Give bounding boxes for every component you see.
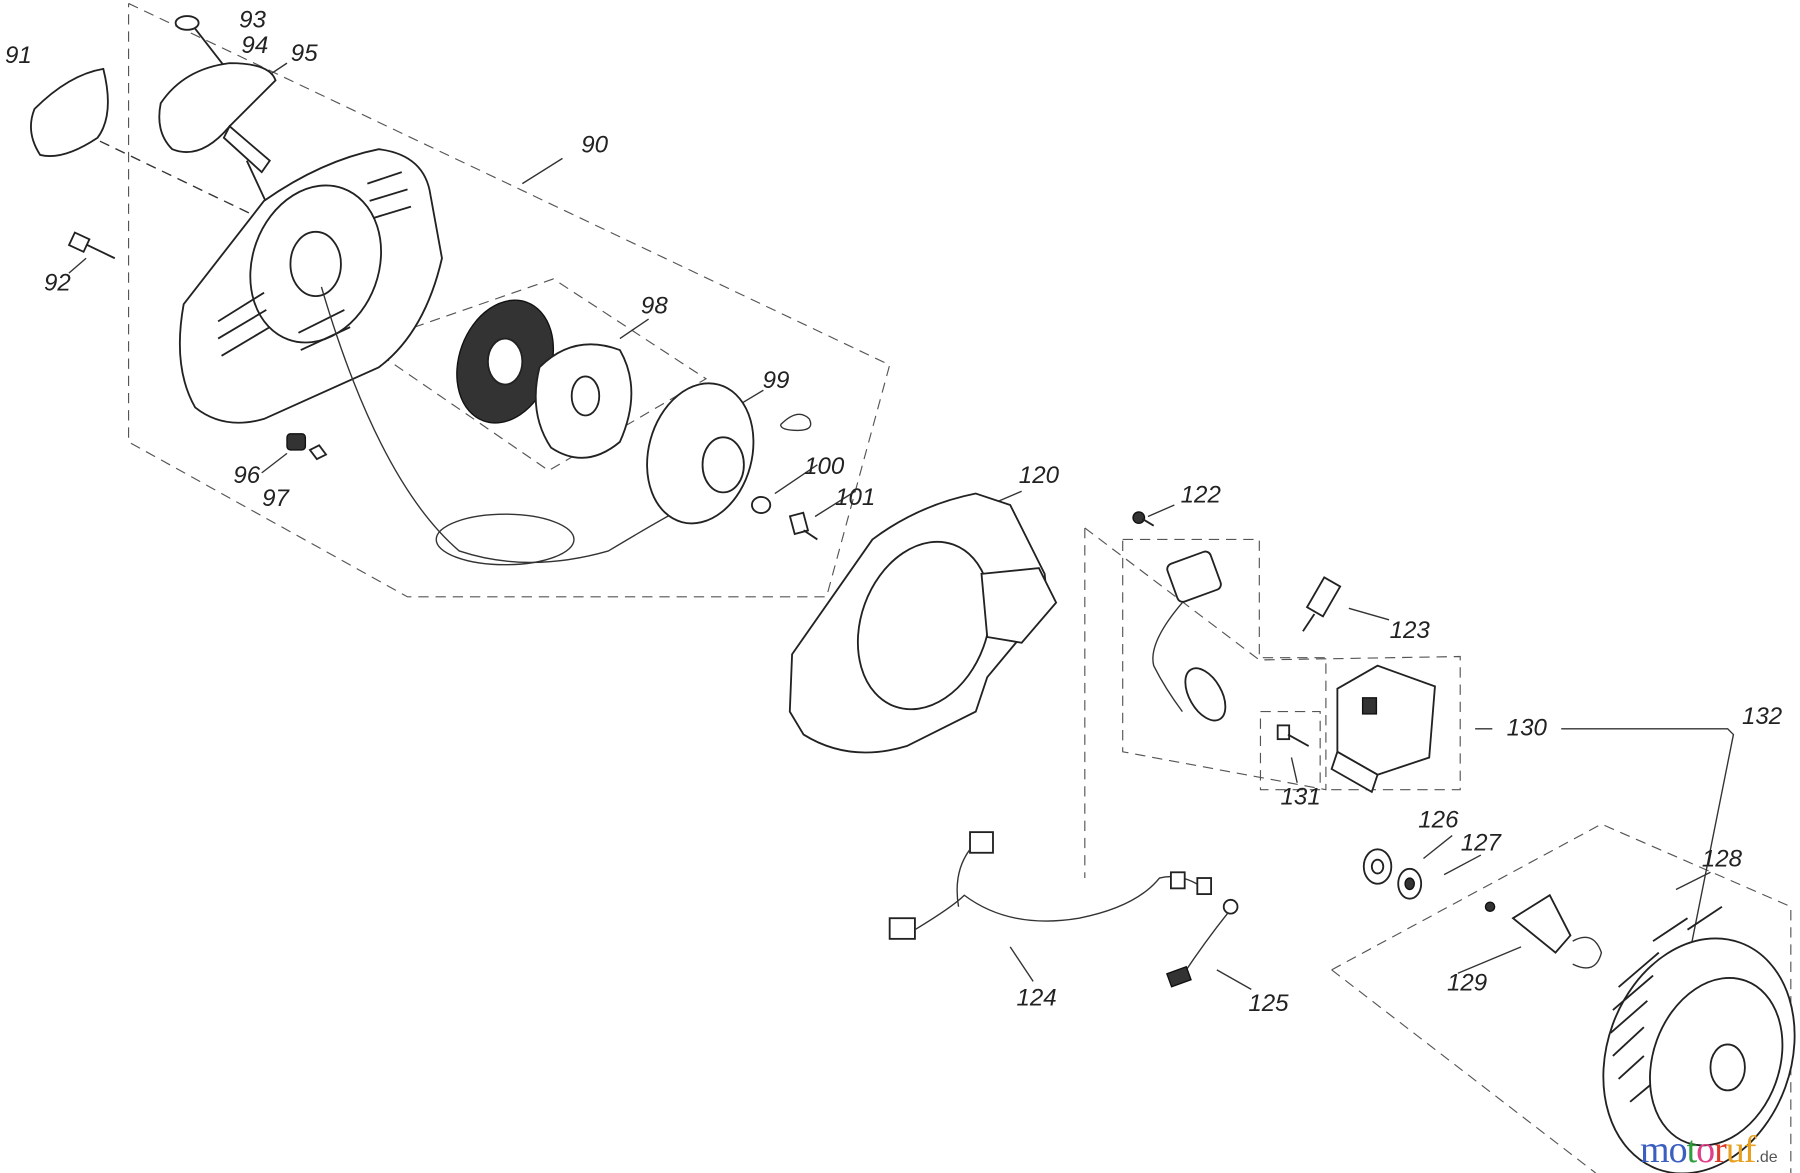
part-label-128: 128 <box>1702 846 1743 873</box>
part-label-131: 131 <box>1281 784 1321 811</box>
part-127-washer <box>1397 867 1423 900</box>
part-128-flywheel <box>1602 905 1796 1173</box>
part-label-101: 101 <box>835 484 875 511</box>
part-130-ignition-module <box>1330 664 1436 794</box>
part-label-96: 96 <box>233 462 260 489</box>
logo-letter: u <box>1725 1129 1745 1171</box>
part-99-pulley <box>646 382 812 525</box>
logo-letter: r <box>1714 1129 1727 1171</box>
part-label-97: 97 <box>262 485 290 512</box>
part-92-bolt <box>67 231 116 260</box>
part-label-95: 95 <box>291 40 318 67</box>
part-97-clip <box>308 444 328 461</box>
part-label-129: 129 <box>1447 970 1487 997</box>
part-125-ground-cable <box>1166 898 1239 988</box>
part-90-starter-housing <box>178 148 690 566</box>
logo-letter: m <box>1640 1129 1670 1171</box>
part-131-screw <box>1276 724 1310 747</box>
part-123-spark-plug <box>1302 576 1342 632</box>
part-label-122: 122 <box>1181 482 1222 509</box>
part-label-93: 93 <box>239 7 266 34</box>
logo-letter: o <box>1668 1129 1688 1171</box>
part-label-90: 90 <box>581 132 608 159</box>
part-91-cover <box>30 67 109 157</box>
part-label-125: 125 <box>1248 990 1289 1017</box>
logo-letter: o <box>1696 1129 1715 1171</box>
logo-suffix: .de <box>1755 1149 1778 1166</box>
logo-letter: t <box>1686 1129 1698 1171</box>
part-124-wiring-harness <box>888 831 1213 940</box>
part-label-91: 91 <box>5 42 32 69</box>
part-label-126: 126 <box>1418 807 1459 834</box>
part-122-screw <box>1132 511 1155 527</box>
logo-letter: f <box>1743 1129 1757 1171</box>
part-98-spring <box>456 299 633 459</box>
motoruf-watermark-logo: motoruf.de <box>1640 1128 1778 1172</box>
part-label-100: 100 <box>804 453 845 480</box>
part-100-washer <box>750 496 772 514</box>
part-126-nut <box>1362 848 1393 885</box>
part-label-99: 99 <box>763 367 790 394</box>
part-label-132: 132 <box>1742 703 1783 730</box>
part-label-92: 92 <box>44 269 71 296</box>
part-label-123: 123 <box>1390 617 1431 644</box>
part-label-124: 124 <box>1017 984 1057 1011</box>
part-129-pawl <box>1484 893 1603 969</box>
part-label-127: 127 <box>1461 829 1503 856</box>
part-label-120: 120 <box>1019 462 1060 489</box>
part-label-98: 98 <box>641 292 668 319</box>
part-label-94: 94 <box>241 32 268 59</box>
part-101-screw <box>788 511 818 541</box>
leader-lines <box>68 62 1735 990</box>
part-label-130: 130 <box>1507 715 1548 742</box>
ignition-lead <box>1152 550 1227 722</box>
part-120-fan-housing <box>788 492 1058 754</box>
part-96-nut <box>286 433 307 451</box>
